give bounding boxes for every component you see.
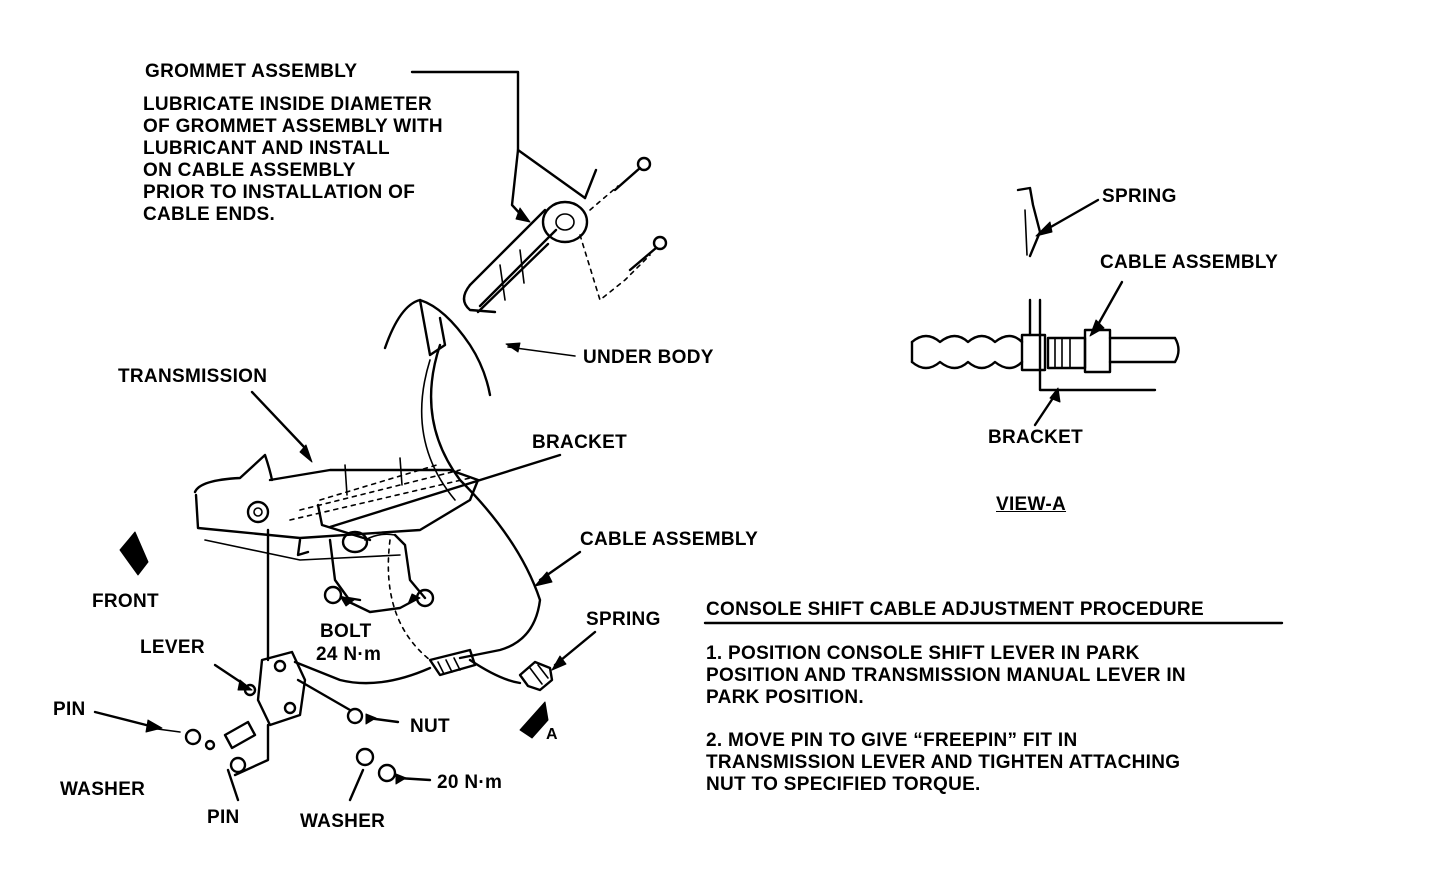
pin-label-bottom: PIN [207,807,240,828]
spring-label: SPRING [586,609,661,630]
bolts-drawing [323,585,435,614]
procedure-step-1-line: 1. POSITION CONSOLE SHIFT LEVER IN PARK [706,643,1140,664]
bolt-label: BOLT [320,621,372,642]
washer-label-bottom: WASHER [300,811,386,832]
grommet-assembly-label: GROMMET ASSEMBLY [145,61,358,82]
procedure-step-2: 2. MOVE PIN TO GIVE “FREEPIN” FIT IN TRA… [706,730,1180,796]
under-body-drawing [383,298,576,397]
cable-assembly-label: CABLE ASSEMBLY [580,529,759,550]
transmission-drawing [193,453,480,561]
procedure-step-1-line: POSITION AND TRANSMISSION MANUAL LEVER I… [706,665,1186,686]
view-a-marker-label: A [546,726,558,743]
bolt-torque-label: 24 N·m [316,644,382,665]
view-a-title: VIEW-A [996,494,1067,515]
grommet-note-line: ON CABLE ASSEMBLY [143,160,356,181]
nut-label: NUT [410,716,450,737]
lever-label: LEVER [140,637,205,658]
grommet-note: LUBRICATE INSIDE DIAMETER OF GROMMET ASS… [143,94,443,226]
nut-torque-label: 20 N·m [437,772,503,793]
grommet-note-line: CABLE ENDS. [143,204,276,225]
view-a-bracket-label: BRACKET [988,427,1083,448]
grommet-note-line: OF GROMMET ASSEMBLY WITH [143,116,443,137]
procedure-step-1-line: PARK POSITION. [706,687,864,708]
front-label: FRONT [92,591,159,612]
grommet-note-line: PRIOR TO INSTALLATION OF [143,182,416,203]
procedure-step-2-line: TRANSMISSION LEVER AND TIGHTEN ATTACHING [706,752,1181,773]
grommet-note-line: LUBRICANT AND INSTALL [143,138,390,159]
procedure-step-2-line: 2. MOVE PIN TO GIVE “FREEPIN” FIT IN [706,730,1078,751]
spring-main-drawing [518,630,597,692]
transmission-leader [250,390,313,463]
washer-label-left: WASHER [60,779,146,800]
bracket-label: BRACKET [532,432,627,453]
bracket-drawing [316,453,562,602]
view-a-cable-assembly-label: CABLE ASSEMBLY [1100,252,1279,273]
lever-drawing [213,528,352,777]
view-a-drawing [910,186,1180,427]
view-a-spring-label: SPRING [1102,186,1177,207]
fasteners-drawing [93,707,432,802]
transmission-label: TRANSMISSION [118,366,268,387]
under-body-label: UNDER BODY [583,347,714,368]
pin-label-left: PIN [53,699,86,720]
grommet-assembly-drawing [462,148,668,314]
front-direction-arrow-icon [119,531,149,576]
procedure-step-1: 1. POSITION CONSOLE SHIFT LEVER IN PARK … [706,643,1186,709]
procedure-title: CONSOLE SHIFT CABLE ADJUSTMENT PROCEDURE [706,599,1204,620]
procedure-step-2-line: NUT TO SPECIFIED TORQUE. [706,774,981,795]
cable-assembly-drawing [293,343,582,685]
grommet-note-line: LUBRICATE INSIDE DIAMETER [143,94,432,115]
view-a-direction-arrow-icon [519,701,549,739]
